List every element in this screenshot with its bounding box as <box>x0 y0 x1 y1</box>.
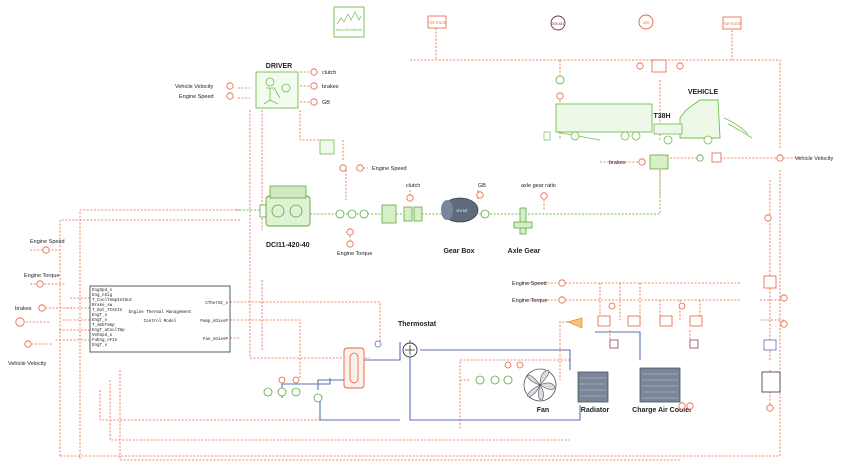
radiator-block[interactable]: Radiator <box>577 371 610 414</box>
controller-input: VehSpd_n <box>92 333 113 338</box>
controller-inputs: EngSpd_s Eng_nSig T_CoolTempIntOut Brake… <box>92 288 133 348</box>
eng-speed-left-label: Engine Speed <box>179 94 214 100</box>
brakes-top-label: brakes <box>322 84 339 90</box>
gearbox-inner-label: VDI MT <box>456 209 469 213</box>
clutch-mid-label: clutch <box>406 183 420 189</box>
eng-torque-mid-label: Engine Torque <box>337 251 372 257</box>
state-box-a-label: FOR STATE <box>427 21 447 25</box>
right-signal-chain[interactable] <box>761 214 788 412</box>
clutch-top-label: clutch <box>322 70 336 76</box>
charge-air-cooler-block[interactable]: Charge Air Cooler <box>632 367 694 414</box>
gearbox-label: Gear Box <box>443 248 474 255</box>
engine-label: DCI11-420-40 <box>266 242 310 249</box>
controller-title-2: Control Model <box>144 319 177 324</box>
gb-mid-label: GB <box>478 183 486 189</box>
gearbox-block[interactable]: VDI MT Gear Box GB <box>441 183 490 255</box>
axle-ratio-label: axle gear ratio <box>521 183 556 189</box>
controller-input: T_AmbTemp <box>92 323 115 328</box>
state-box-c[interactable]: FOR STATE <box>722 16 742 30</box>
signal-wires <box>22 28 800 461</box>
veh-vel-left-label: Vehicle Velocity <box>175 84 213 90</box>
pump-sensors <box>263 376 323 403</box>
controller-outputs: CThermt_s Pump_nDiesP Fan_nDiesP <box>200 301 228 342</box>
duty-cycle-block[interactable]: mission profile & ambient data <box>333 6 365 38</box>
radiator-inlet[interactable] <box>566 317 583 329</box>
controller-input: Brake_sw <box>92 303 113 308</box>
vehicle-block[interactable]: VEHICLE T38H <box>543 59 753 163</box>
controller-output: CThermt_s <box>205 301 228 306</box>
controller-input: EngT_s <box>92 314 108 318</box>
control-model-block[interactable]: Engine Thermal Management Control Model … <box>89 285 231 353</box>
eng-speed-cac-label: Engine Speed <box>512 281 547 287</box>
controller-title-1: Engine Thermal Management <box>129 310 192 315</box>
controller-input: FuEng_nFIn <box>92 339 118 343</box>
eng-torque-ctrl-label: Engine Torque <box>24 273 59 279</box>
controller-output: Pump_nDiesP <box>200 319 228 324</box>
engine-speed-sensor[interactable]: Engine Speed <box>319 139 407 172</box>
engine-block[interactable]: DCI11-420-40 <box>259 185 311 249</box>
eng-speed-mid-label: Engine Speed <box>372 166 407 172</box>
cac-label: Charge Air Cooler <box>632 407 692 414</box>
cac-signals: Engine Speed Engine Torque <box>512 279 703 349</box>
controller-input: T_CoolTempIntOut <box>92 298 133 303</box>
veh-vel-right-label: Vehicle Velocity <box>795 156 833 162</box>
tractor-label: T38H <box>653 113 670 120</box>
coolant-circuit <box>281 331 641 421</box>
controller-input: EngSpd_s <box>92 288 113 293</box>
monitor-circle-a-label: 005 481 <box>552 22 565 26</box>
driver-signals: Vehicle Velocity Engine Speed clutch bra… <box>175 68 339 106</box>
controller-input: EngT_n <box>92 319 108 323</box>
eng-torque-cac-label: Engine Torque <box>512 298 547 304</box>
monitor-circle-b[interactable]: 005 <box>638 14 654 30</box>
state-box-a[interactable]: FOR STATE <box>427 15 447 29</box>
fan-block[interactable]: Fan <box>523 368 557 414</box>
gb-top-label: GB <box>322 100 330 106</box>
state-box-c-label: FOR STATE <box>722 22 742 26</box>
controller-input: EngT_s <box>92 344 108 348</box>
monitor-circle-a[interactable]: 005 481 <box>550 15 566 31</box>
water-pump-block[interactable] <box>343 347 365 389</box>
axle-gear-block[interactable]: Axle Gear axle gear ratio <box>508 183 556 255</box>
brakes-veh-label: brakes <box>609 160 626 166</box>
duty-cycle-label: mission profile & ambient data <box>336 28 362 32</box>
fan-label: Fan <box>537 407 549 414</box>
thermostat-block[interactable]: Thermostat <box>374 321 437 358</box>
radiator-label: Radiator <box>581 407 610 414</box>
fan-sensors <box>475 361 524 385</box>
driver-block[interactable]: DRIVER <box>255 63 299 109</box>
monitor-circle-b-label: 005 <box>643 21 649 25</box>
controller-input: EngT_aCoolTmp <box>92 328 125 333</box>
controller-input: T_Out_TCACIn <box>92 309 123 313</box>
brakes-ctrl-label: brakes <box>15 306 32 312</box>
controller-input: Eng_nSig <box>92 293 113 298</box>
vehicle-brakes[interactable]: brakes Vehicle Velocity <box>609 154 833 170</box>
torque-sensor[interactable]: Engine Torque <box>335 209 372 257</box>
thermostat-label: Thermostat <box>398 321 437 328</box>
veh-vel-ctrl-label: Vehicle Velocity <box>8 361 46 367</box>
axle-gear-label: Axle Gear <box>508 248 541 255</box>
controller-output: Fan_nDiesP <box>203 337 229 342</box>
controller-signals: Engine Speed Engine Torque brakes Vehicl… <box>8 239 65 367</box>
eng-speed-ctrl-label: Engine Speed <box>30 239 65 245</box>
clutch-block[interactable]: clutch <box>381 183 423 224</box>
vehicle-label: VEHICLE <box>688 89 719 96</box>
driver-label: DRIVER <box>266 63 292 70</box>
